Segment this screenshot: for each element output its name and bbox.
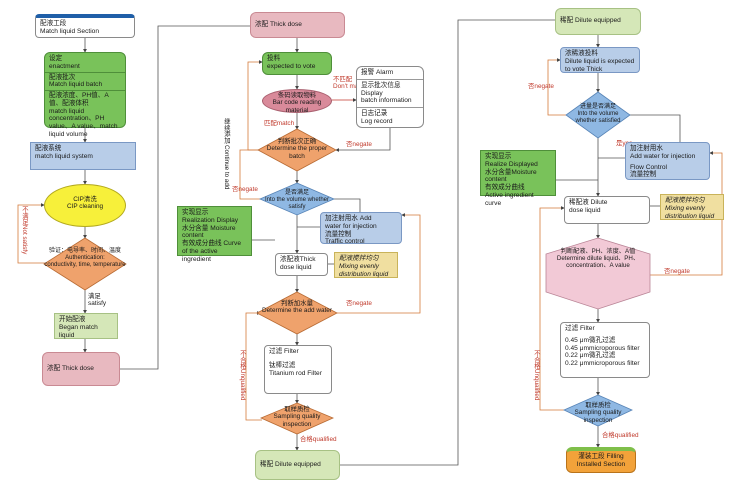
thick-dose-bottom: 浓配 Thick dose — [42, 352, 120, 386]
cip-cleaning-node — [44, 184, 126, 227]
yes-label: 是yes — [616, 140, 633, 147]
negate-label-2: 否negate — [232, 186, 258, 193]
qualified-label-col3: 合格qualified — [602, 432, 639, 439]
dilute-equipped-bottom: 稀配 Dilute equipped — [255, 450, 340, 480]
not-satisfy-label: 不满足Not satisfy — [20, 206, 28, 255]
thick-dose-top: 浓配 Thick dose — [250, 12, 345, 38]
negate-label-col3-2: 否negate — [664, 268, 690, 275]
unqualified-label-col2: 不合格Unqualified — [238, 350, 246, 401]
negate-label-col3-1: 否negate — [528, 83, 554, 90]
continue-label: 继续添加 Continue to add — [222, 118, 230, 190]
negate-label-1: 否negate — [346, 141, 372, 148]
negate-label-3: 否negate — [346, 300, 372, 307]
qualified-label-col2: 合格qualified — [300, 436, 337, 443]
match-label: 匹配match — [264, 120, 295, 127]
barcode-node — [262, 89, 332, 113]
dilute-equipped-top: 稀配 Dilute equipped — [555, 8, 641, 35]
unqualified-label-col3: 不合格Unqualified — [532, 350, 540, 401]
verify-diamond-label: 验证：电导率、时间、温度Authentication:conductivity,… — [44, 248, 126, 268]
